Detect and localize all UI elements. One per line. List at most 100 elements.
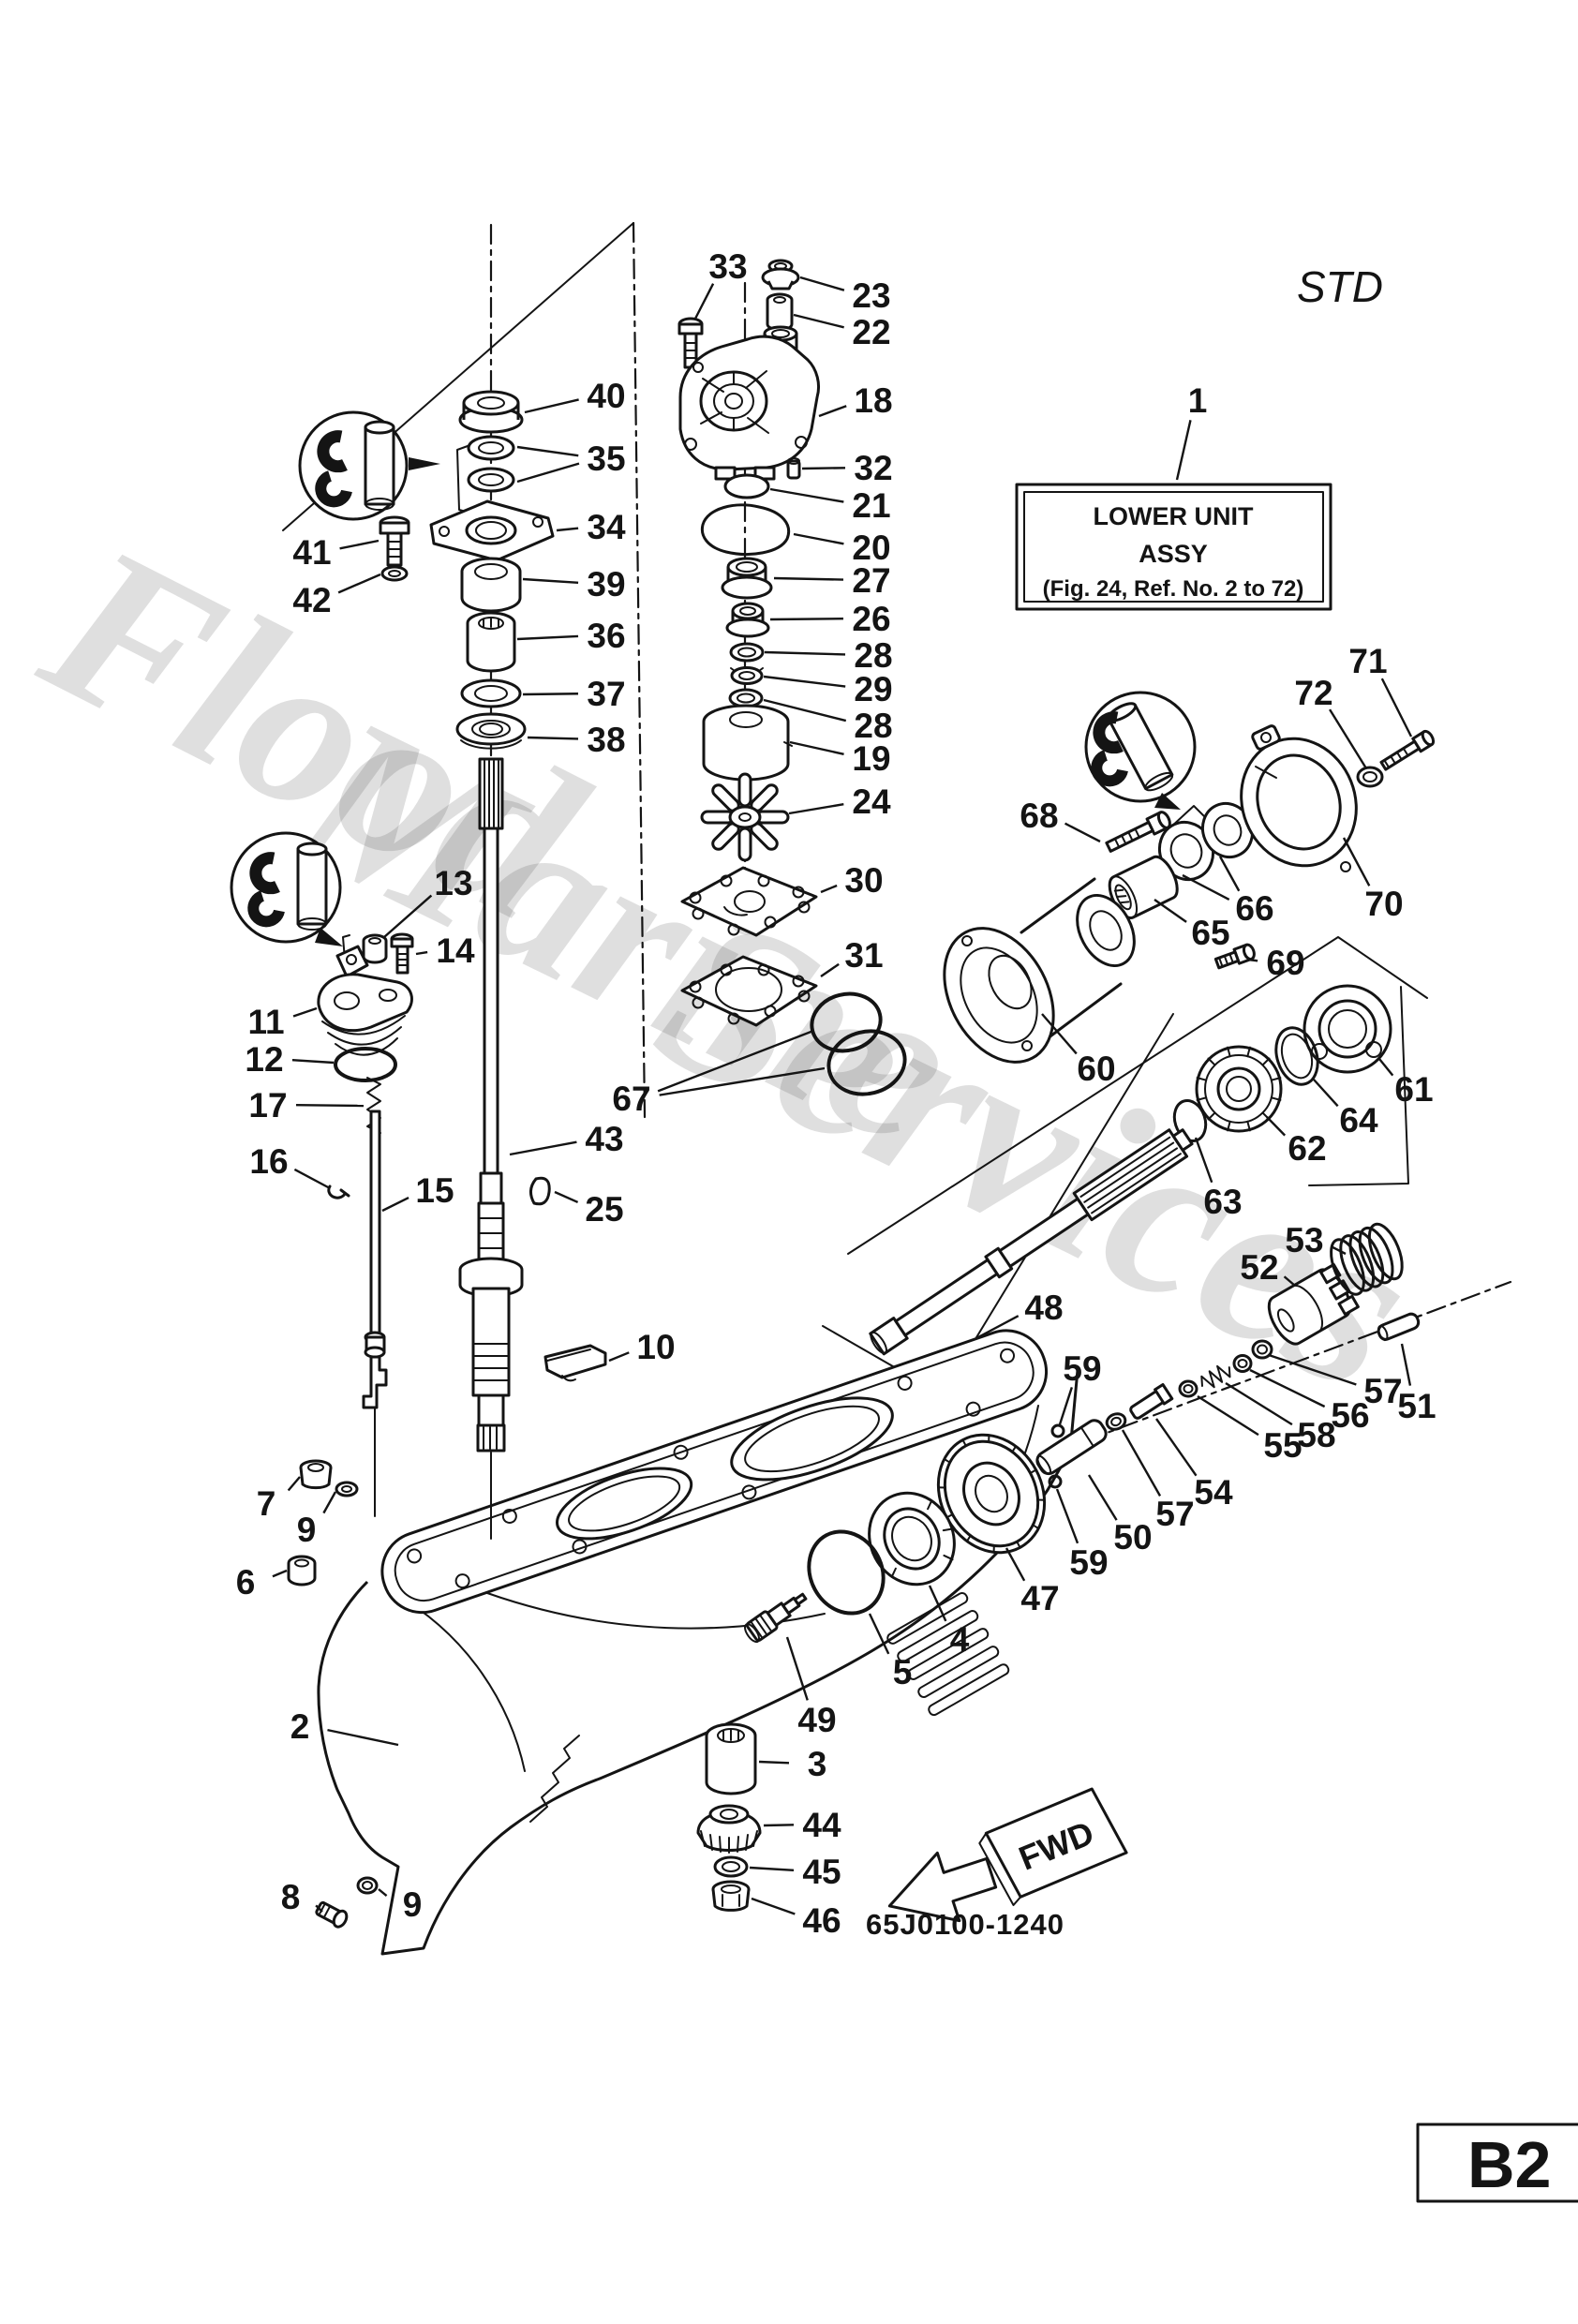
part-label-65: 65 [1191, 914, 1229, 952]
part-label-36: 36 [587, 617, 625, 655]
leader-line-45 [749, 1866, 795, 1872]
leader-line-57 [1268, 1353, 1357, 1386]
pinion-gear-44 [696, 1804, 762, 1854]
leader-line-50 [1087, 1474, 1118, 1521]
ball-bearing-61 [1303, 984, 1392, 1074]
leader-line-40 [524, 398, 579, 414]
clip-59a [1050, 1423, 1065, 1438]
washer-28a [729, 642, 765, 663]
part-label-48: 48 [1024, 1289, 1063, 1327]
leader-line-55 [1197, 1394, 1259, 1437]
bearing-4 [868, 1491, 956, 1587]
seal-26 [725, 602, 770, 638]
part-label-20: 20 [852, 529, 890, 567]
leader-line-66 [1218, 856, 1241, 892]
part-label-28: 28 [854, 636, 892, 675]
collar-22 [766, 292, 794, 332]
ring-55 [1178, 1379, 1198, 1398]
shift-cam-11 [317, 945, 413, 1056]
part-label-68: 68 [1020, 797, 1058, 835]
leader-line-67 [659, 1066, 826, 1096]
washer-9a [335, 1481, 359, 1497]
part-label-12: 12 [245, 1040, 283, 1079]
seal-housing-40 [458, 390, 524, 434]
forward-gear-group [696, 1433, 1047, 1912]
part-label-49: 49 [797, 1701, 836, 1739]
leader-line-41 [339, 539, 380, 550]
gasket-30 [680, 866, 818, 937]
part-label-51: 51 [1397, 1387, 1436, 1425]
leader-line-43 [509, 1140, 577, 1156]
part-label-29: 29 [854, 670, 892, 708]
water-pump-group [677, 259, 907, 1096]
dog-clutch-52 [1267, 1262, 1360, 1346]
leader-line-35 [516, 445, 579, 457]
leader-line-52 [1283, 1275, 1296, 1287]
part-label-39: 39 [587, 565, 625, 603]
part-label-1: 1 [1188, 381, 1208, 420]
part-label-19: 19 [852, 739, 890, 778]
leader-line-51 [1400, 1343, 1412, 1386]
leader-line-71 [1380, 678, 1413, 737]
leader-line-1 [1175, 420, 1192, 481]
part-label-3: 3 [808, 1745, 827, 1783]
part-label-26: 26 [852, 600, 890, 638]
part-label-43: 43 [585, 1120, 623, 1158]
case-hardware [287, 1459, 379, 1929]
part-label-46: 46 [802, 1901, 841, 1940]
part-label-9: 9 [297, 1511, 317, 1549]
leader-line-59 [1058, 1387, 1073, 1425]
part-label-72: 72 [1294, 674, 1332, 712]
leader-line-27 [773, 576, 844, 581]
leader-line-54 [1155, 1418, 1198, 1477]
leader-line-47 [1005, 1547, 1026, 1582]
spring-58 [1200, 1364, 1231, 1389]
leader-line-4 [928, 1585, 947, 1622]
part-label-32: 32 [854, 449, 892, 487]
part-label-67: 67 [612, 1080, 650, 1118]
part-label-27: 27 [852, 561, 890, 600]
shift-rod-15 [362, 1110, 388, 1409]
part-label-17: 17 [248, 1086, 287, 1125]
part-label-24: 24 [852, 782, 891, 821]
leader-line-19 [789, 740, 844, 755]
washer-57L [1105, 1412, 1127, 1431]
propshaft-group [869, 984, 1421, 1489]
part-label-34: 34 [587, 508, 626, 546]
part-label-40: 40 [587, 377, 625, 415]
carrier-group [943, 691, 1436, 1064]
part-label-57: 57 [1155, 1495, 1194, 1533]
propeller-shaft-48 [869, 1128, 1194, 1356]
part-label-57: 57 [1363, 1372, 1402, 1410]
part-label-13: 13 [434, 864, 472, 902]
part-label-62: 62 [1288, 1129, 1326, 1168]
leader-line-35 [516, 462, 580, 484]
impeller-24 [700, 772, 790, 862]
leader-line-62 [1266, 1116, 1287, 1137]
leader-line-69 [1247, 958, 1258, 962]
bushing-36 [466, 611, 516, 673]
part-label-25: 25 [585, 1190, 623, 1229]
leader-line-48 [975, 1315, 1020, 1340]
bolt-33 [677, 317, 704, 369]
leader-line-37 [522, 693, 579, 696]
part-labels: 1234567899101112131415161718192021222324… [236, 247, 1437, 1940]
oil-seals-35 [456, 435, 515, 514]
part-label-41: 41 [292, 533, 331, 572]
driveshaft-43 [458, 757, 524, 1452]
part-label-71: 71 [1348, 642, 1387, 680]
reverse-gear-62 [1195, 1045, 1283, 1133]
bushing-13 [362, 933, 388, 964]
leader-line-39 [522, 577, 579, 584]
callout-line-2: ASSY [1139, 540, 1208, 568]
leader-line-42 [337, 573, 381, 594]
leader-line-12 [291, 1058, 335, 1065]
leader-line-56 [1249, 1368, 1326, 1408]
grease-detail-circle-1 [298, 410, 440, 521]
part-label-54: 54 [1194, 1473, 1233, 1512]
part-label-42: 42 [292, 581, 331, 619]
leader-line-14 [415, 950, 428, 956]
o-ring-5 [807, 1529, 886, 1616]
part-label-66: 66 [1235, 889, 1273, 928]
